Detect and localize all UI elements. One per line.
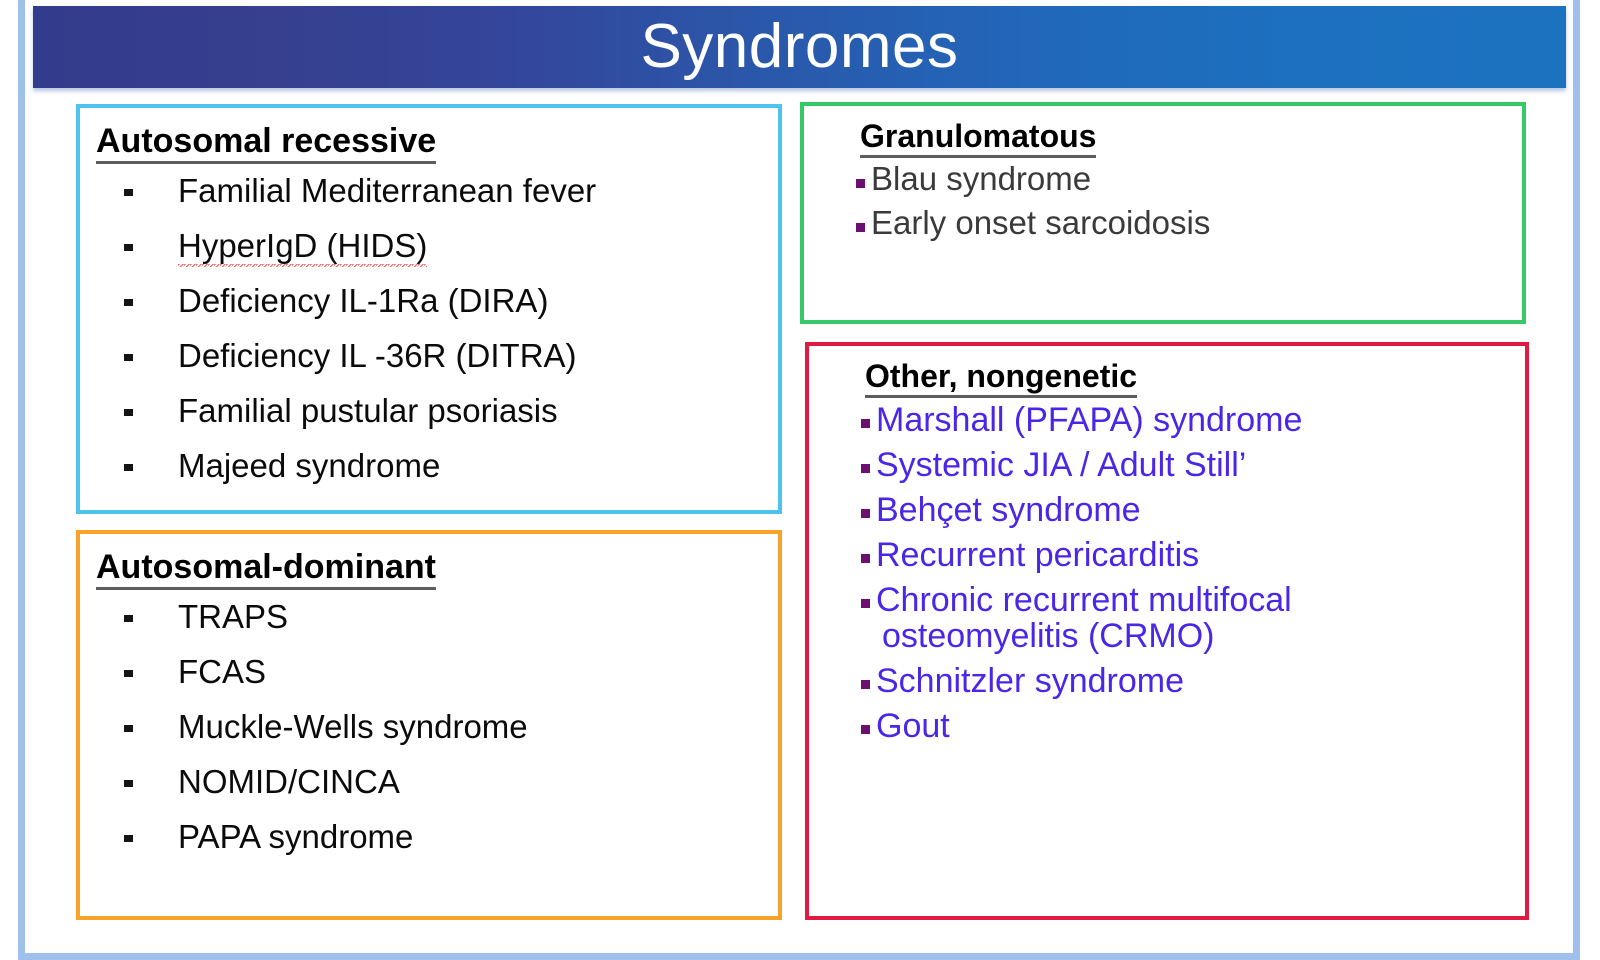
box-other-nongenetic: Other, nongenetic Marshall (PFAPA) syndr… (805, 342, 1529, 920)
list-item: Chronic recurrent multifocal osteomyelit… (809, 582, 1525, 654)
list-item-label: Familial pustular psoriasis (178, 391, 558, 429)
list-item-label: Early onset sarcoidosis (871, 203, 1211, 241)
list-item: Familial Mediterranean fever (80, 174, 778, 207)
list-item: Systemic JIA / Adult Still’ (809, 447, 1525, 483)
list-other-nongenetic: Marshall (PFAPA) syndrome Systemic JIA /… (809, 400, 1525, 744)
box-autosomal-dominant: Autosomal-dominant TRAPS FCAS Muckle-Wel… (76, 530, 782, 920)
list-item: Majeed syndrome (80, 449, 778, 482)
slide-canvas: Syndromes Autosomal recessive Familial M… (18, 0, 1580, 960)
list-item-label-continued: osteomyelitis (CRMO) (882, 616, 1215, 655)
list-item: Deficiency IL-1Ra (DIRA) (80, 284, 778, 317)
list-item: Muckle-Wells syndrome (80, 710, 778, 743)
list-item: Marshall (PFAPA) syndrome (809, 402, 1525, 438)
list-item-label: Gout (876, 706, 950, 745)
list-item: Schnitzler syndrome (809, 663, 1525, 699)
list-item-label: Recurrent pericarditis (876, 535, 1200, 574)
list-autosomal-recessive: Familial Mediterranean fever HyperIgD (H… (80, 168, 778, 482)
list-item: Behçet syndrome (809, 492, 1525, 528)
list-item-label: Deficiency IL-1Ra (DIRA) (178, 281, 549, 319)
heading-other-nongenetic: Other, nongenetic (865, 359, 1138, 398)
list-item-label: Marshall (PFAPA) syndrome (876, 400, 1303, 439)
list-item-label: NOMID/CINCA (178, 762, 400, 800)
list-item-label: TRAPS (178, 597, 289, 635)
list-item: Blau syndrome (804, 159, 1522, 197)
list-autosomal-dominant: TRAPS FCAS Muckle-Wells syndrome NOMID/C… (80, 594, 778, 853)
list-item: Deficiency IL -36R (DITRA) (80, 339, 778, 372)
list-item-label: Blau syndrome (871, 159, 1092, 197)
list-item-label: HyperIgD (HIDS) (178, 226, 428, 267)
page-title: Syndromes (640, 12, 959, 81)
list-item-label: Schnitzler syndrome (876, 661, 1185, 700)
list-item-label: Familial Mediterranean fever (178, 171, 597, 209)
list-item-label: Chronic recurrent multifocal (876, 580, 1292, 619)
list-item-label: Deficiency IL -36R (DITRA) (178, 336, 577, 374)
title-banner: Syndromes (33, 6, 1566, 88)
list-granulomatous: Blau syndrome Early onset sarcoidosis (804, 160, 1522, 241)
list-item: Early onset sarcoidosis (804, 203, 1522, 241)
heading-autosomal-dominant: Autosomal-dominant (96, 549, 436, 590)
list-item-label: PAPA syndrome (178, 817, 414, 855)
list-item: NOMID/CINCA (80, 765, 778, 798)
list-item-label: Systemic JIA / Adult Still’ (876, 445, 1247, 484)
list-item-label: Majeed syndrome (178, 446, 441, 484)
list-item-label: Behçet syndrome (876, 490, 1141, 529)
heading-autosomal-recessive: Autosomal recessive (96, 123, 437, 164)
list-item: HyperIgD (HIDS) (80, 226, 778, 267)
list-item-label: FCAS (178, 652, 267, 690)
list-item: Gout (809, 708, 1525, 744)
heading-granulomatous: Granulomatous (860, 119, 1097, 158)
list-item: Familial pustular psoriasis (80, 394, 778, 427)
list-item: TRAPS (80, 600, 778, 633)
list-item: Recurrent pericarditis (809, 537, 1525, 573)
list-item: PAPA syndrome (80, 820, 778, 853)
list-item: FCAS (80, 655, 778, 688)
list-item-label: Muckle-Wells syndrome (178, 707, 528, 745)
box-granulomatous: Granulomatous Blau syndrome Early onset … (800, 102, 1526, 324)
box-autosomal-recessive: Autosomal recessive Familial Mediterrane… (76, 104, 782, 514)
